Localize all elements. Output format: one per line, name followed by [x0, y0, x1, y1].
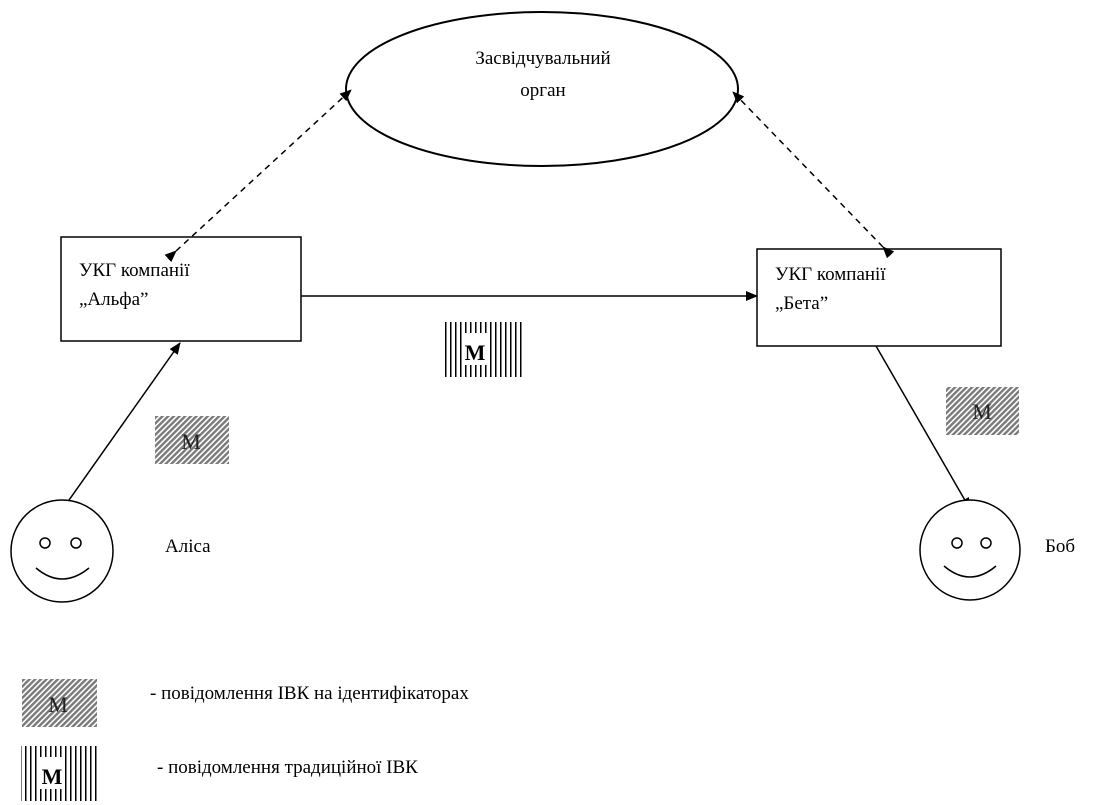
bob-smiley-icon: [919, 499, 1021, 601]
legend-traditional-badge-label: М: [42, 764, 63, 789]
certification-authority-node: Засвідчувальний орган: [345, 11, 739, 167]
legend-identity-text: - повідомлення ІВК на ідентифікаторах: [150, 683, 469, 704]
identity-message-badge-bob: М: [946, 387, 1019, 435]
legend-traditional-badge: М: [21, 746, 100, 801]
legend-identity-badge: М: [22, 679, 97, 727]
kgc-alpha-label-line2: „Альфа”: [79, 289, 148, 310]
kgc-beta-label-line2: „Бета”: [775, 293, 828, 314]
legend-identity-badge-label: М: [48, 692, 68, 717]
certification-authority-label-line1: Засвідчувальний: [475, 48, 610, 69]
bob-label: Боб: [1045, 536, 1075, 557]
kgc-alpha-node: УКГ компанії „Альфа”: [60, 236, 302, 342]
traditional-message-badge: М: [443, 322, 522, 377]
identity-message-badge-alice: М: [155, 416, 229, 464]
arrow-alice-to-alpha: [61, 342, 181, 511]
identity-message-badge-alice-label: М: [181, 429, 201, 454]
arrow-beta-to-bob: [875, 345, 971, 510]
kgc-alpha-label-line1: УКГ компанії: [79, 260, 190, 281]
kgc-beta-node: УКГ компанії „Бета”: [756, 248, 1002, 347]
dashed-arrow-beta-authority: [732, 91, 895, 259]
dashed-arrow-alpha-authority: [164, 89, 352, 263]
certification-authority-label-line2: орган: [520, 80, 565, 101]
kgc-beta-box: [756, 248, 1002, 347]
identity-message-badge-bob-label: М: [972, 399, 992, 424]
alice-smiley-icon: [10, 499, 114, 603]
kgc-beta-label-line1: УКГ компанії: [775, 264, 886, 285]
certification-authority-ellipse: [345, 11, 739, 167]
traditional-message-badge-label: М: [465, 340, 486, 365]
legend-traditional-text: - повідомлення традиційної ІВК: [157, 757, 418, 778]
alice-label: Аліса: [165, 536, 211, 557]
